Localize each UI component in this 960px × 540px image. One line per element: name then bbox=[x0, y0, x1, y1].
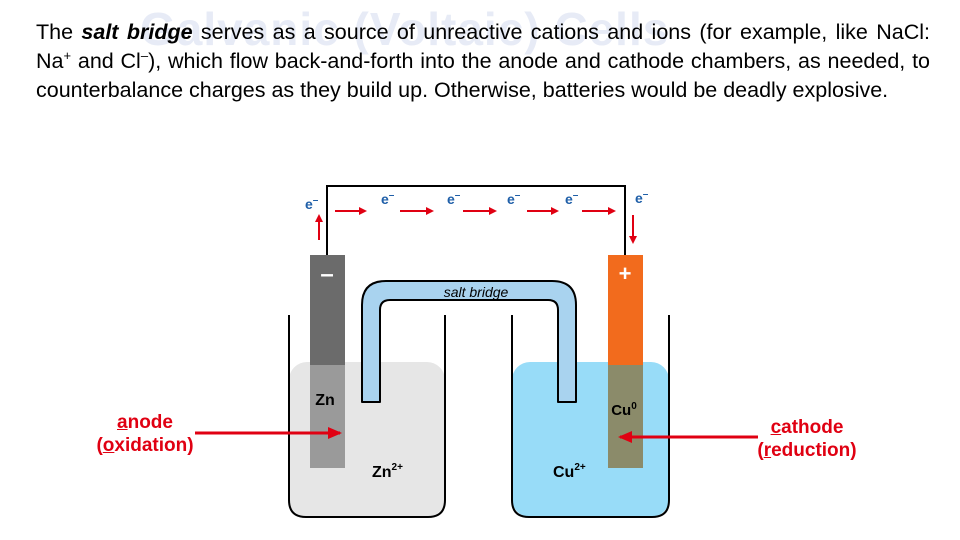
electron-label-3: e– bbox=[447, 190, 461, 207]
electron-label-6: e– bbox=[635, 189, 649, 206]
anode-label: anode (oxidation) bbox=[96, 412, 194, 456]
salt-bridge-term: salt bridge bbox=[81, 20, 193, 44]
electron-label-4: e– bbox=[507, 190, 521, 207]
copper-electrode-top bbox=[608, 255, 643, 365]
cathode-sign: + bbox=[619, 261, 632, 286]
zinc-electrode-immersed bbox=[310, 365, 345, 468]
cathode-beaker bbox=[511, 315, 670, 518]
anode-beaker bbox=[288, 315, 446, 518]
electron-label-2: e– bbox=[381, 190, 395, 207]
slide-title-watermark: Galvanic (Voltaic) Cells bbox=[140, 3, 670, 55]
anode-sign: – bbox=[320, 261, 333, 288]
zinc-ion-label: Zn2+ bbox=[372, 462, 403, 481]
cathode-solution bbox=[512, 362, 669, 517]
copper-ion-label: Cu2+ bbox=[553, 462, 586, 481]
zinc-metal-label: Zn bbox=[315, 392, 335, 409]
electron-label-5: e– bbox=[565, 190, 579, 207]
copper-electrode-immersed bbox=[608, 365, 643, 468]
external-wire bbox=[326, 185, 626, 255]
copper-metal-label: Cu0 bbox=[611, 401, 637, 419]
cathode-label: cathode (reduction) bbox=[757, 417, 857, 461]
electron-label-1: e– bbox=[305, 195, 319, 212]
zinc-electrode-top bbox=[310, 255, 345, 365]
salt-bridge-tube bbox=[361, 280, 577, 403]
salt-bridge-label: salt bridge bbox=[444, 284, 509, 300]
explanation-paragraph: The salt bridge serves as a source of un… bbox=[36, 20, 930, 102]
